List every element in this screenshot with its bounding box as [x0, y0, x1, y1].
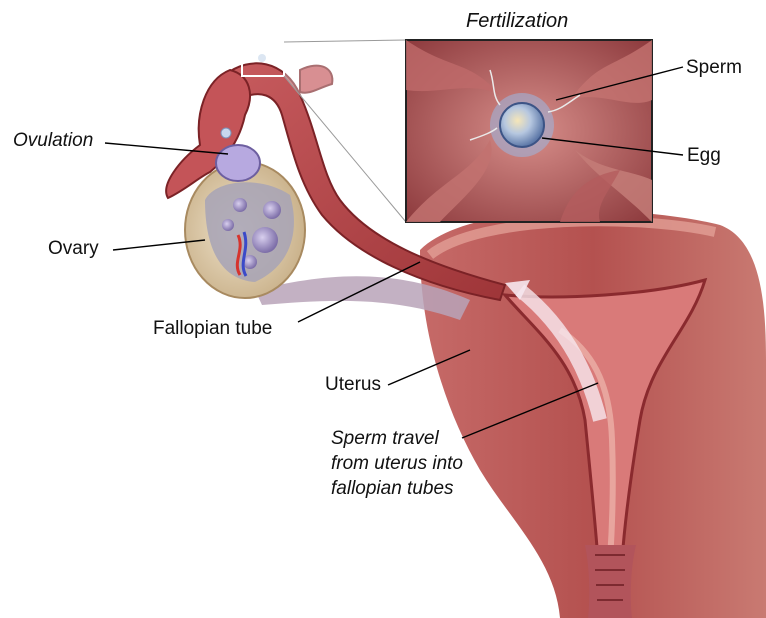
ovulation-label: Ovulation	[13, 130, 93, 153]
sperm-travel-label-line-3: fallopian tubes	[331, 478, 454, 501]
fertilization-inset	[406, 40, 652, 222]
ovary-label: Ovary	[48, 238, 99, 261]
sperm-label: Sperm	[686, 57, 742, 80]
inset-title: Fertilization	[466, 9, 568, 33]
sperm-travel-label-line-2: from uterus into	[331, 453, 463, 476]
egg-label: Egg	[687, 145, 721, 168]
uterus-label: Uterus	[325, 374, 381, 397]
sperm-travel-label-line-1: Sperm travel	[331, 428, 439, 451]
fallopian-tube-label: Fallopian tube	[153, 318, 272, 341]
